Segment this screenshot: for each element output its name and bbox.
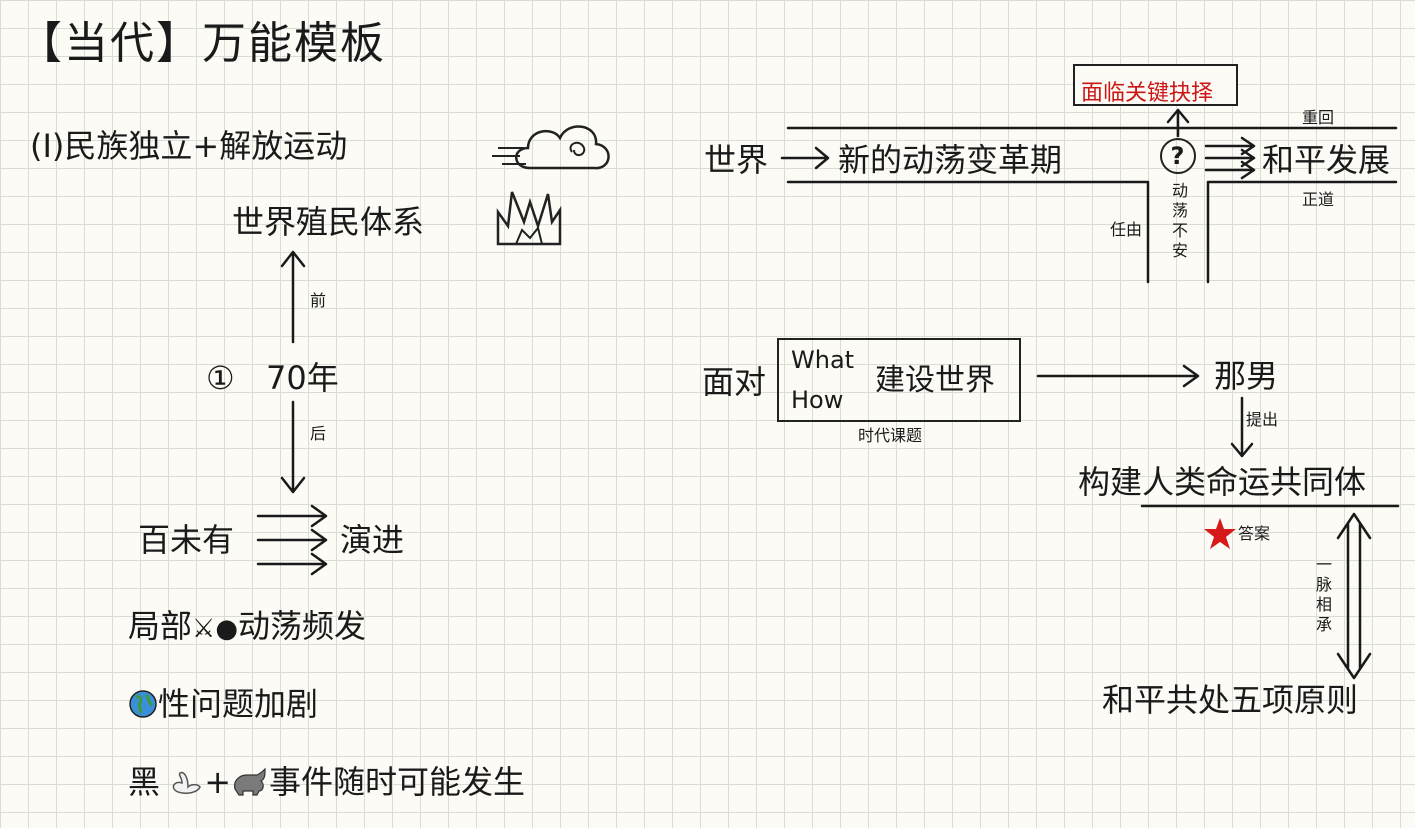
continuity-vertical: 一脉相承 bbox=[1313, 556, 1332, 636]
triple-arrow-peace bbox=[1204, 136, 1256, 180]
swords-icon: ⚔ bbox=[192, 614, 216, 644]
black-prefix: 黑 bbox=[128, 763, 161, 801]
label-let-be: 任由 bbox=[1110, 220, 1143, 239]
black-swan-item: 黑 + 事件随时可能发生 bbox=[128, 766, 525, 798]
what-label: What bbox=[791, 346, 855, 374]
arrow-world bbox=[780, 146, 830, 170]
arrow-propose bbox=[1230, 396, 1254, 458]
local-suffix: 动荡频发 bbox=[238, 607, 367, 645]
rhino-icon bbox=[234, 767, 266, 796]
black-swan-suffix: 事件随时可能发生 bbox=[269, 763, 526, 801]
label-return: 重回 bbox=[1302, 108, 1335, 127]
era-topic-box: What How 建设世界 bbox=[777, 338, 1021, 422]
label-after: 后 bbox=[310, 424, 327, 443]
globe-icon bbox=[129, 690, 157, 718]
face-label: 面对 bbox=[702, 363, 767, 401]
road-bottom-right bbox=[1206, 180, 1398, 284]
arrow-continuity bbox=[1336, 512, 1372, 680]
label-before: 前 bbox=[310, 291, 327, 310]
arrow-to-that-guy bbox=[1036, 364, 1200, 388]
page-title: 【当代】万能模板 bbox=[18, 18, 386, 69]
seventy-years: 70年 bbox=[266, 359, 339, 397]
global-issues-item: 性问题加剧 bbox=[128, 688, 318, 720]
star-icon bbox=[1204, 518, 1236, 549]
that-guy-label: 那男 bbox=[1214, 357, 1279, 395]
label-right-path: 正道 bbox=[1302, 190, 1335, 209]
arrow-up-before bbox=[280, 250, 306, 344]
swan-icon bbox=[172, 771, 202, 794]
plus-sign: + bbox=[204, 763, 231, 801]
question-mark: ? bbox=[1170, 142, 1185, 170]
fire-icon bbox=[496, 191, 562, 246]
world-label: 世界 bbox=[704, 141, 769, 179]
five-principles-label: 和平共处五项原则 bbox=[1102, 681, 1359, 719]
local-prefix: 局部 bbox=[128, 607, 193, 645]
triple-arrow-evolution bbox=[256, 504, 328, 576]
evolution-label: 演进 bbox=[340, 521, 405, 559]
road-bottom-left bbox=[786, 180, 1150, 284]
key-decision-text: 面临关键抉择 bbox=[1081, 81, 1214, 106]
peaceful-development-label: 和平发展 bbox=[1262, 141, 1391, 179]
label-propose: 提出 bbox=[1246, 410, 1279, 429]
question-circle: ? bbox=[1160, 138, 1196, 174]
how-label: How bbox=[791, 386, 844, 414]
era-topic-label: 时代课题 bbox=[858, 426, 923, 445]
new-period-label: 新的动荡变革期 bbox=[838, 141, 1063, 179]
section-heading: (Ⅰ)民族独立+解放运动 bbox=[30, 127, 348, 165]
global-suffix: 性问题加剧 bbox=[158, 685, 319, 723]
colonial-system: 世界殖民体系 bbox=[232, 203, 425, 241]
circle-one: ① bbox=[206, 359, 235, 397]
bomb-icon: ● bbox=[215, 614, 239, 644]
build-world-label: 建设世界 bbox=[875, 363, 995, 398]
arrow-up-decision bbox=[1166, 108, 1190, 138]
unprecedented-label: 百未有 bbox=[138, 521, 235, 559]
cloud-icon bbox=[492, 125, 610, 170]
turmoil-vertical: 动荡不安 bbox=[1169, 182, 1188, 262]
answer-label: 答案 bbox=[1238, 524, 1271, 543]
local-turmoil-item: 局部⚔●动荡频发 bbox=[128, 610, 366, 642]
community-label: 构建人类命运共同体 bbox=[1078, 463, 1367, 501]
key-decision-box: 面临关键抉择 bbox=[1073, 64, 1238, 106]
arrow-down-after bbox=[280, 400, 306, 494]
